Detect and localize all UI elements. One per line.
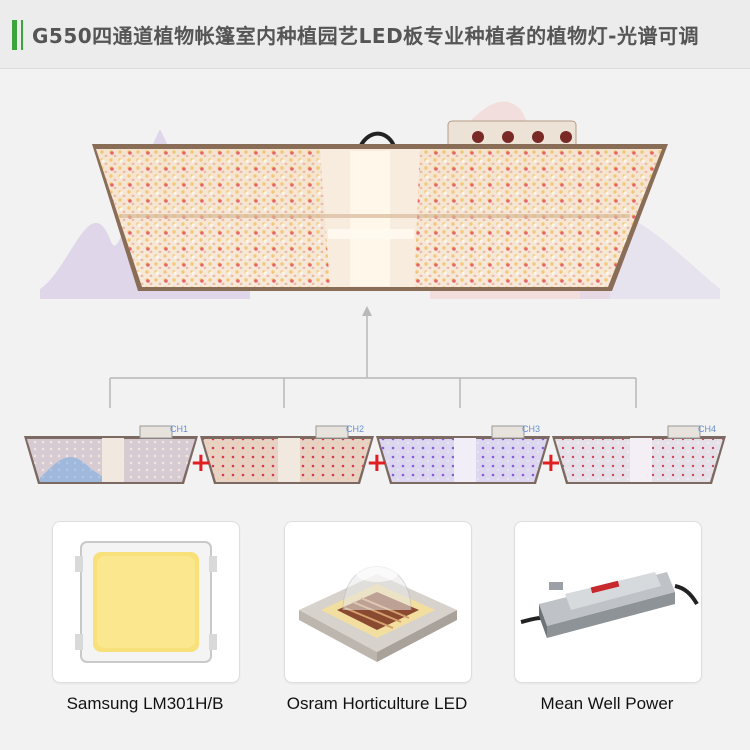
product-caption-meanwell: Mean Well Power: [540, 694, 674, 713]
product-caption-samsung: Samsung LM301H/B: [66, 694, 224, 713]
channel-3-panel: [376, 425, 550, 484]
page-title: G550四通道植物帐篷室内种植园艺LED板专业种植者的植物灯-光谱可调: [32, 24, 699, 48]
product-card-samsung: [52, 521, 240, 683]
power-supply-icon: [520, 572, 699, 638]
plus-sign-1: +: [190, 448, 212, 478]
channel-label-2: CH2: [346, 424, 365, 434]
channel-label-4: CH4: [698, 424, 717, 434]
osram-led-icon: [299, 562, 457, 662]
channel-panels: [0, 418, 750, 488]
product-caption-osram: Osram Horticulture LED: [286, 694, 468, 713]
arrow-up-icon: [362, 306, 372, 316]
led-chip-icon: [75, 541, 217, 663]
channel-label-3: CH3: [522, 424, 541, 434]
channel-4-panel: [552, 425, 726, 484]
channel-2-panel: [200, 425, 374, 484]
product-card-osram: [284, 521, 472, 683]
grow-light-panel-image: [40, 101, 720, 299]
channel-connector-diagram: [0, 300, 750, 420]
hero-grow-light: [0, 69, 750, 399]
product-card-meanwell: [514, 521, 702, 683]
channel-label-1: CH1: [170, 424, 189, 434]
accent-bar-thin: [21, 20, 23, 50]
channel-1-panel: [24, 425, 198, 484]
header-bar: G550四通道植物帐篷室内种植园艺LED板专业种植者的植物灯-光谱可调: [0, 0, 750, 69]
accent-bar: [12, 20, 17, 50]
plus-sign-2: +: [366, 448, 388, 478]
plus-sign-3: +: [540, 448, 562, 478]
